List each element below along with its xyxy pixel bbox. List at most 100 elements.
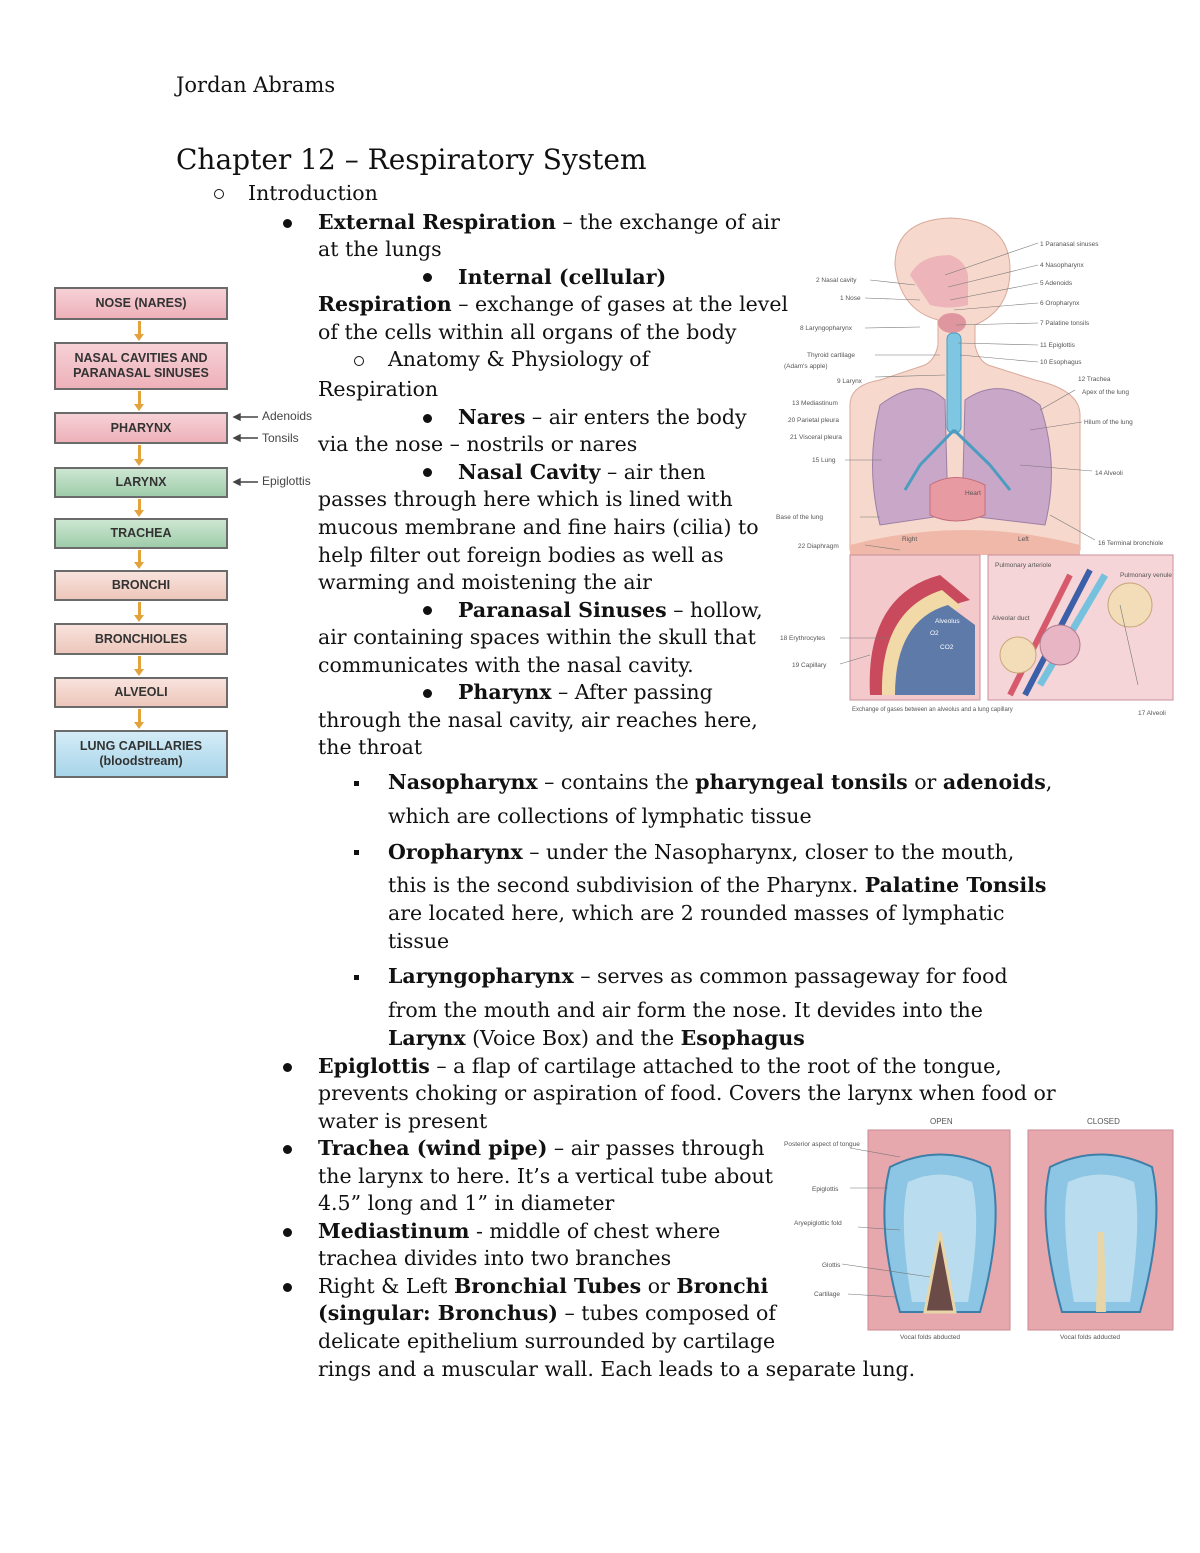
- anatomy-right-label: 12 Trachea: [1078, 376, 1111, 383]
- side-label-adenoids: Adenoids: [262, 409, 313, 423]
- anatomy-heading-line2: Respiration: [318, 377, 439, 401]
- anatomy-right-label: 1 Paranasal sinuses: [1040, 241, 1099, 248]
- anatomy-right-label: 10 Esophagus: [1040, 359, 1082, 366]
- anatomy-left-label: 21 Visceral pleura: [790, 434, 842, 441]
- nares-line2: via the nose – nostrils or nares: [318, 432, 638, 456]
- trachea-line1: Trachea (wind pipe) – air passes through: [318, 1136, 765, 1160]
- bullet-icon: [423, 468, 432, 477]
- bullet-icon: [283, 1283, 292, 1292]
- larynx-label: Posterior aspect of tongue: [784, 1141, 860, 1148]
- anatomy-left-label: 8 Laryngopharynx: [800, 325, 853, 332]
- bronchi-line4: rings and a muscular wall. Each leads to…: [318, 1357, 916, 1381]
- oropharynx-line4: tissue: [388, 929, 450, 953]
- bullet-icon: [423, 414, 432, 423]
- leader-lines: [839, 242, 1139, 686]
- flow-arrow: [134, 321, 144, 341]
- circle-bullet-icon: [354, 356, 364, 366]
- paranasal-line3: communicates with the nasal cavity.: [318, 653, 694, 677]
- anatomy-left-label: 13 Mediastinum: [792, 400, 838, 407]
- flow-arrow: [134, 656, 144, 676]
- outline-introduction: Introduction: [248, 181, 378, 205]
- side-label-epiglottis: Epiglottis: [262, 474, 311, 488]
- label-open: OPEN: [930, 1117, 953, 1126]
- pharynx-line1: Pharynx – After passing: [458, 680, 713, 704]
- flow-box-alveoli: ALVEOLI: [54, 677, 228, 708]
- anatomy-left-label: Thyroid cartilage: [807, 352, 855, 359]
- flow-box-bronchi: BRONCHI: [54, 570, 228, 601]
- square-bullet-icon: [354, 850, 359, 855]
- bullet-icon: [423, 273, 432, 282]
- anatomy-left-label: 15 Lung: [812, 457, 836, 464]
- anatomy-right-label: Apex of the lung: [1082, 389, 1129, 396]
- label-co2: CO2: [940, 644, 954, 651]
- larynx-caption-right: Vocal folds adducted: [1060, 1334, 1120, 1341]
- label-alveolar-duct: Alveolar duct: [992, 615, 1030, 622]
- larynx-label: Aryepiglottic fold: [794, 1220, 842, 1227]
- flow-arrow: [134, 602, 144, 622]
- internal-respiration-line1: Internal (cellular): [458, 265, 667, 289]
- epiglottis-line3: water is present: [318, 1109, 488, 1133]
- oropharynx-line1: Oropharynx – under the Nasopharynx, clos…: [388, 840, 1015, 864]
- internal-respiration-line3: of the cells within all organs of the bo…: [318, 320, 737, 344]
- anatomy-left-label: 1 Nose: [840, 295, 861, 302]
- flow-box-nasal-cavities: NASAL CAVITIES AND PARANASAL SINUSES: [54, 342, 228, 390]
- flow-arrow: [134, 445, 144, 466]
- anatomy-left-label: 9 Larynx: [837, 378, 863, 385]
- larynx-figure: OPEN CLOSED Posterior aspect of tongue E…: [784, 1117, 1174, 1341]
- circle-bullet-icon: [214, 189, 224, 199]
- label-alveolus: Alveolus: [935, 618, 960, 625]
- external-respiration-line2: at the lungs: [318, 237, 442, 261]
- bronchi-line3: delicate epithelium surrounded by cartil…: [318, 1329, 776, 1353]
- bullet-icon: [283, 1063, 292, 1072]
- side-label-tonsils: Tonsils: [262, 431, 299, 445]
- pharynx-line3: the throat: [318, 735, 423, 759]
- flow-arrow: [134, 550, 144, 569]
- label-o2: O2: [930, 630, 939, 637]
- paranasal-line2: air containing spaces within the skull t…: [318, 625, 756, 649]
- paranasal-line1: Paranasal Sinuses – hollow,: [458, 598, 763, 622]
- flow-box-trachea: TRACHEA: [54, 518, 228, 549]
- nasopharynx-line1: Nasopharynx – contains the pharyngeal to…: [388, 770, 1053, 794]
- nasal-cavity-line4: help filter out foreign bodies as well a…: [318, 543, 724, 567]
- nasal-cavity-line2: passes through here which is lined with: [318, 487, 733, 511]
- trachea-line3: 4.5” long and 1” in diameter: [318, 1191, 615, 1215]
- anatomy-left-label: 22 Diaphragm: [798, 543, 839, 550]
- square-bullet-icon: [354, 975, 359, 980]
- nasal-cavity-line1: Nasal Cavity – air then: [458, 460, 706, 484]
- anatomy-right-label: 5 Adenoids: [1040, 280, 1073, 287]
- author-name: Jordan Abrams: [176, 73, 336, 97]
- oropharynx-line3: are located here, which are 2 rounded ma…: [388, 901, 1005, 925]
- anatomy-left-label: 20 Parietal pleura: [788, 417, 839, 424]
- flow-box-nose: NOSE (NARES): [54, 287, 228, 320]
- pharynx-line2: through the nasal cavity, air reaches he…: [318, 708, 758, 732]
- bullet-icon: [283, 1228, 292, 1237]
- body-silhouette: [849, 217, 1081, 555]
- label-left: Left: [1018, 536, 1029, 543]
- laryngopharynx-line3: Larynx (Voice Box) and the Esophagus: [388, 1026, 805, 1050]
- larynx-caption-left: Vocal folds abducted: [900, 1334, 960, 1341]
- flow-box-larynx: LARYNX: [54, 467, 228, 498]
- anatomy-right-label: 4 Nasopharynx: [1040, 262, 1084, 269]
- mediastinum-line1: Mediastinum - middle of chest where: [318, 1219, 721, 1243]
- epiglottis-line1: Epiglottis – a flap of cartilage attache…: [318, 1054, 1002, 1078]
- anatomy-left-label: 18 Erythrocytes: [780, 635, 826, 642]
- anatomy-right-label: 16 Terminal bronchiole: [1098, 540, 1164, 547]
- anatomy-right-label: 7 Palatine tonsils: [1040, 320, 1090, 327]
- bronchi-line1: Right & Left Bronchial Tubes or Bronchi: [318, 1274, 769, 1298]
- bullet-icon: [283, 219, 292, 228]
- larynx-label: Glottis: [822, 1262, 841, 1269]
- bullet-icon: [283, 1145, 292, 1154]
- flow-box-lung-capillaries: LUNG CAPILLARIES (bloodstream): [54, 730, 228, 778]
- alveolus-inset: [849, 554, 981, 701]
- laryngopharynx-line1: Laryngopharynx – serves as common passag…: [388, 964, 1008, 988]
- larynx-open-view: [867, 1129, 1011, 1331]
- anatomy-right-label: 11 Epiglottis: [1040, 342, 1076, 349]
- bullet-icon: [423, 689, 432, 698]
- flow-box-bronchioles: BRONCHIOLES: [54, 623, 228, 655]
- larynx-label: Cartilage: [814, 1291, 840, 1298]
- anatomy-right-label: 17 Alveoli: [1138, 710, 1166, 717]
- nares-line1: Nares – air enters the body: [458, 405, 747, 429]
- flow-box-pharynx: PHARYNX: [54, 412, 228, 444]
- respiratory-anatomy-figure: Heart Right Left Alveolus O2 CO2 Pulmona…: [776, 217, 1174, 717]
- anatomy-heading-line1: Anatomy & Physiology of: [388, 347, 650, 371]
